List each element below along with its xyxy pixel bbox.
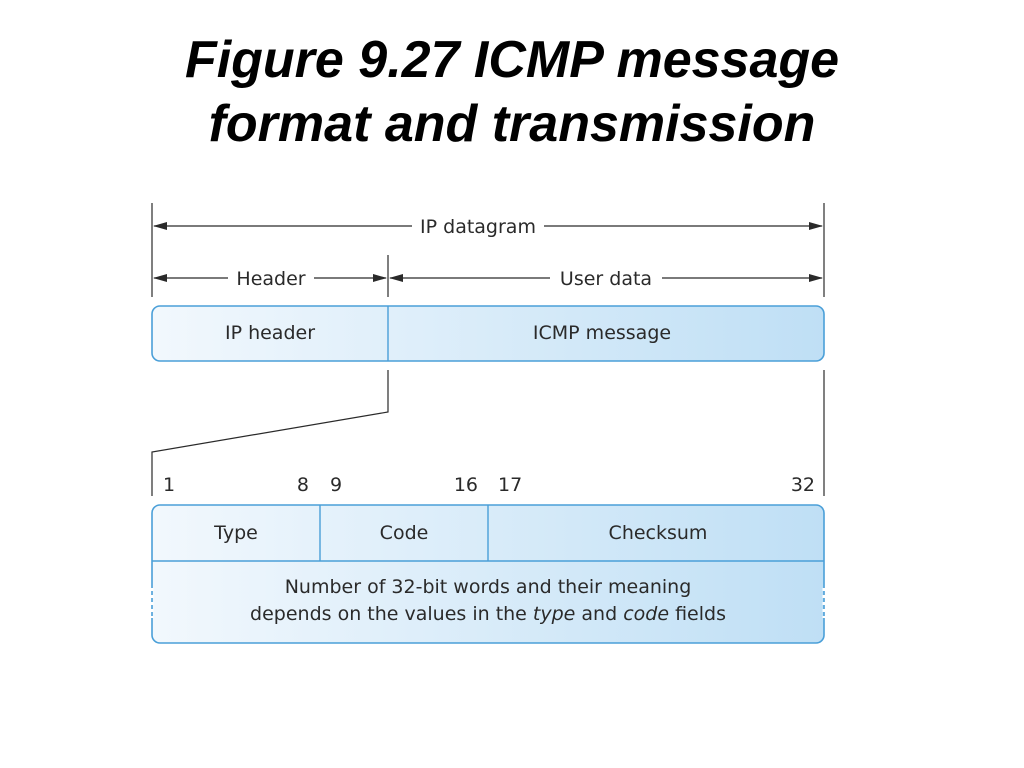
icmp-message-label: ICMP message — [533, 322, 671, 344]
expansion-line-left — [151, 370, 389, 496]
icmp-body-line1: Number of 32-bit words and their meaning — [285, 576, 692, 598]
ip-datagram-label: IP datagram — [420, 216, 536, 238]
extension-lines — [151, 203, 825, 297]
user-data-label: User data — [560, 268, 652, 290]
type-field-label: Type — [213, 522, 258, 544]
bit-position-1: 1 — [163, 474, 175, 496]
bit-position-32: 32 — [791, 474, 815, 496]
user-data-dimension: User data — [389, 268, 823, 290]
ip-datagram-box: IP header ICMP message — [151, 305, 825, 362]
icmp-body-line2-code: code — [623, 603, 669, 625]
icmp-format-box: Type Code Checksum Number of 32-bit word… — [150, 504, 826, 644]
expansion-lines — [151, 370, 825, 496]
header-dimension: Header — [153, 268, 387, 290]
code-field-label: Code — [380, 522, 429, 544]
slide-title-line2: format and transmission — [208, 95, 816, 153]
icmp-body-line2-pre: depends on the values in the — [250, 603, 533, 625]
ip-datagram-rect — [151, 305, 825, 362]
icmp-body-line2-type: type — [533, 603, 575, 625]
bit-position-16: 16 — [454, 474, 478, 496]
header-label: Header — [236, 268, 305, 290]
icmp-body-line2: depends on the values in the type and co… — [250, 603, 726, 625]
checksum-field-label: Checksum — [609, 522, 708, 544]
bit-position-17: 17 — [498, 474, 522, 496]
ip-header-label: IP header — [225, 322, 315, 344]
bit-position-8: 8 — [297, 474, 309, 496]
bit-positions: 1 8 9 16 17 32 — [163, 474, 815, 496]
icmp-body-line2-post: fields — [669, 603, 726, 625]
bit-position-9: 9 — [330, 474, 342, 496]
slide-title: Figure 9.27 ICMP message format and tran… — [0, 28, 1024, 156]
ip-datagram-dimension: IP datagram — [153, 216, 823, 238]
icmp-body-line2-mid: and — [575, 603, 623, 625]
slide-title-line1: Figure 9.27 ICMP message — [184, 31, 840, 89]
